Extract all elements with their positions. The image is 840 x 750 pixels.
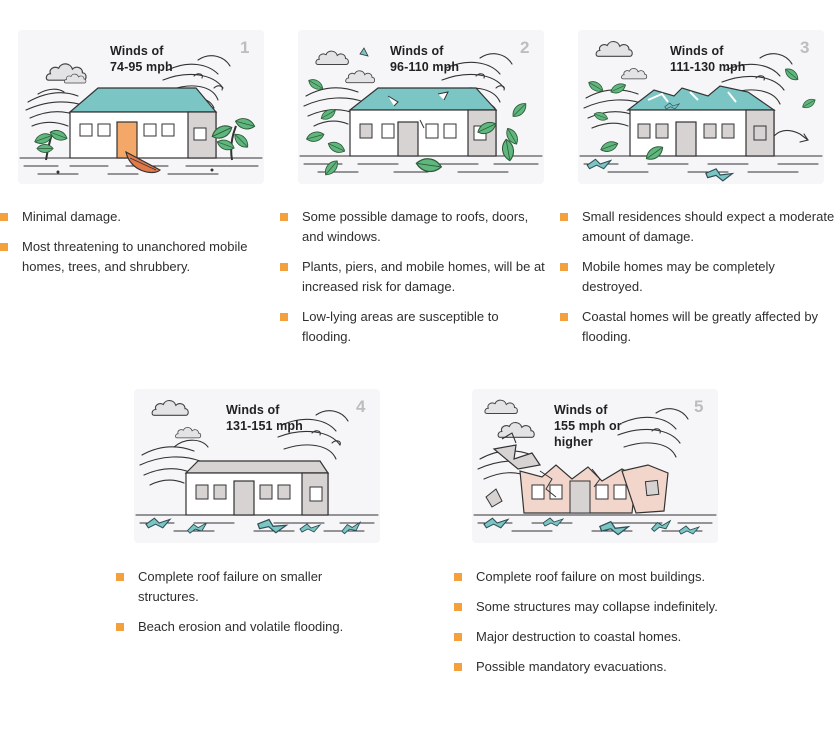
- category-number: 4: [356, 397, 366, 416]
- bullet-item: Minimal damage.: [0, 207, 270, 227]
- category-2-card: Winds of 96-110 mph 2: [298, 30, 544, 184]
- category-5-bullets: Complete roof failure on most buildings.…: [454, 567, 724, 687]
- category-4-bullets: Complete roof failure on smaller structu…: [116, 567, 386, 647]
- category-5-card: Winds of 155 mph or higher 5: [472, 389, 718, 543]
- bullet-item: Most threatening to unanchored mobile ho…: [0, 237, 270, 277]
- category-2-illustration: [299, 47, 543, 179]
- wind-speed-label: Winds of 74-95 mph: [110, 44, 173, 74]
- bullet-item: Small residences should expect a moderat…: [560, 207, 835, 247]
- category-1-card: Winds of 74-95 mph 1: [18, 30, 264, 184]
- bullet-item: Some possible damage to roofs, doors, an…: [280, 207, 550, 247]
- bullet-item: Mobile homes may be completely destroyed…: [560, 257, 835, 297]
- bullet-item: Complete roof failure on smaller structu…: [116, 567, 386, 607]
- category-3-card: Winds of 111-130 mph 3: [578, 30, 824, 184]
- category-3-illustration: [579, 40, 823, 184]
- category-number: 5: [694, 397, 704, 416]
- category-number: 2: [520, 38, 530, 57]
- wind-speed-label: Winds of 96-110 mph: [390, 44, 460, 74]
- category-1-bullets: Minimal damage. Most threatening to unan…: [0, 207, 270, 287]
- category-4-illustration: [135, 399, 379, 536]
- bullet-item: Low-lying areas are susceptible to flood…: [280, 307, 550, 347]
- bullet-item: Plants, piers, and mobile homes, will be…: [280, 257, 550, 297]
- bullet-item: Possible mandatory evacuations.: [454, 657, 724, 677]
- bullet-item: Coastal homes will be greatly affected b…: [560, 307, 835, 347]
- wind-speed-label: Winds of 111-130 mph: [670, 44, 746, 74]
- category-3-bullets: Small residences should expect a moderat…: [560, 207, 835, 357]
- bullet-item: Beach erosion and volatile flooding.: [116, 617, 386, 637]
- category-number: 1: [240, 38, 250, 57]
- bullet-item: Complete roof failure on most buildings.: [454, 567, 724, 587]
- category-1-illustration: [19, 55, 263, 175]
- category-number: 3: [800, 38, 810, 57]
- wind-speed-label: Winds of 131-151 mph: [226, 403, 303, 433]
- wind-speed-label: Winds of 155 mph or higher: [554, 403, 622, 449]
- bullet-item: Some structures may collapse indefinitel…: [454, 597, 724, 617]
- category-4-card: Winds of 131-151 mph 4: [134, 389, 380, 543]
- category-5-illustration: [473, 399, 717, 538]
- category-2-bullets: Some possible damage to roofs, doors, an…: [280, 207, 550, 357]
- bullet-item: Major destruction to coastal homes.: [454, 627, 724, 647]
